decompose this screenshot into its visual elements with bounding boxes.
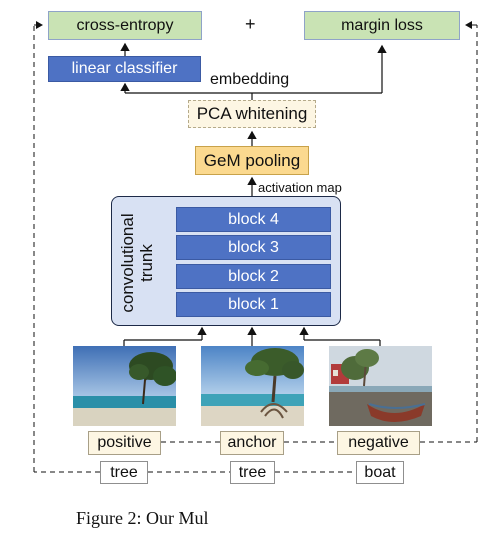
positive-label-text: positive xyxy=(97,434,152,451)
convolutional-trunk: convolutional trunk block 4 block 3 bloc… xyxy=(111,196,341,326)
embedding-label: embedding xyxy=(210,71,290,88)
block-4: block 4 xyxy=(176,207,331,232)
negative-label: negative xyxy=(337,431,420,455)
negative-tag: boat xyxy=(356,461,404,484)
trunk-label: convolutional trunk xyxy=(118,213,156,313)
positive-tag: tree xyxy=(100,461,148,484)
gem-pooling-label: GeM pooling xyxy=(203,150,301,170)
positive-image xyxy=(73,346,176,426)
negative-label-text: negative xyxy=(348,434,409,451)
pca-whitening-box: PCA whitening xyxy=(188,100,316,128)
linear-classifier-label: linear classifier xyxy=(71,60,178,77)
positive-tag-text: tree xyxy=(110,463,138,481)
anchor-image xyxy=(201,346,304,426)
activation-map-label: activation map xyxy=(258,180,342,195)
negative-image xyxy=(329,346,432,426)
plus-sign: + xyxy=(245,14,256,34)
block-2: block 2 xyxy=(176,264,331,289)
anchor-tag: tree xyxy=(230,461,275,484)
anchor-label: anchor xyxy=(220,431,284,455)
margin-loss-label: margin loss xyxy=(341,16,423,34)
cross-entropy-box: cross-entropy xyxy=(48,11,202,40)
cross-entropy-label: cross-entropy xyxy=(76,16,174,34)
figure-caption: Figure 2: Our Mul xyxy=(76,508,209,528)
block-1: block 1 xyxy=(176,292,331,317)
pca-whitening-label: PCA whitening xyxy=(196,104,308,123)
anchor-tag-text: tree xyxy=(238,463,267,481)
positive-label: positive xyxy=(88,431,161,455)
gem-pooling-box: GeM pooling xyxy=(195,146,309,175)
margin-loss-box: margin loss xyxy=(304,11,460,40)
linear-classifier-box: linear classifier xyxy=(48,56,201,82)
negative-tag-text: boat xyxy=(364,463,396,481)
anchor-label-text: anchor xyxy=(227,434,277,451)
block-3: block 3 xyxy=(176,235,331,260)
